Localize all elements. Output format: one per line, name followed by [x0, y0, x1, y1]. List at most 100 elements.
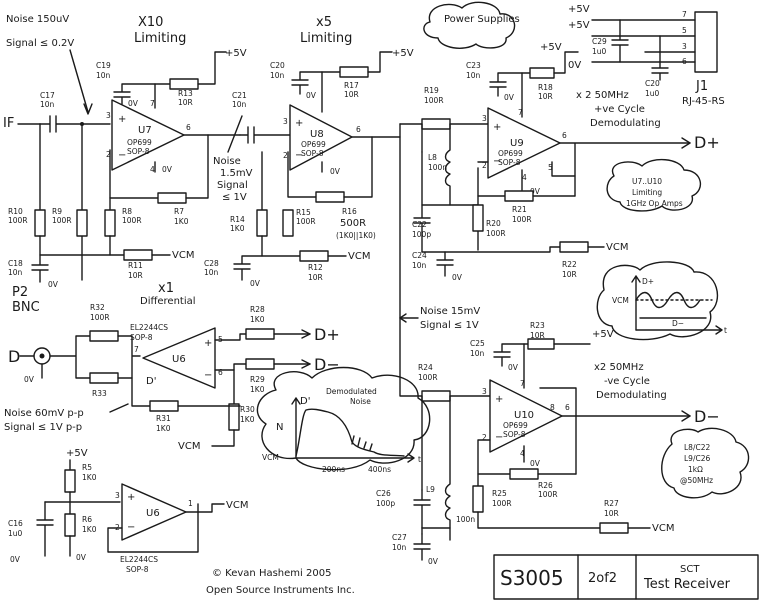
- svg-text:C23: C23: [466, 61, 481, 70]
- svg-text:L9/C26: L9/C26: [684, 454, 710, 463]
- svg-text:U7: U7: [138, 125, 152, 136]
- svg-text:6: 6: [218, 368, 223, 377]
- svg-text:SOP-8: SOP-8: [498, 158, 521, 167]
- svg-text:R9: R9: [52, 207, 62, 216]
- svg-text:7: 7: [682, 10, 687, 19]
- svg-text:100R: 100R: [492, 499, 512, 508]
- svg-text:100R: 100R: [8, 216, 28, 225]
- svg-text:7: 7: [518, 108, 523, 117]
- svg-text:R24: R24: [418, 363, 433, 372]
- svg-text:R12: R12: [308, 263, 323, 272]
- svg-text:C22: C22: [412, 220, 427, 229]
- svg-text:1kΩ: 1kΩ: [688, 465, 703, 474]
- svg-text:7: 7: [150, 99, 155, 108]
- svg-text:4: 4: [520, 449, 525, 458]
- svg-text:100R: 100R: [418, 373, 438, 382]
- svg-text:1u0: 1u0: [592, 47, 607, 56]
- svg-text:0V: 0V: [128, 99, 139, 108]
- svg-text:0V: 0V: [452, 273, 463, 282]
- svg-text:10R: 10R: [178, 98, 193, 107]
- svg-text:SOP-8: SOP-8: [503, 430, 526, 439]
- svg-text:1K0: 1K0: [174, 217, 189, 226]
- svg-text:1u0: 1u0: [645, 89, 660, 98]
- resistor-r9: R9 100R: [52, 207, 88, 237]
- svg-text:+5V: +5V: [540, 42, 562, 53]
- resistor-r13: R13 10R: [169, 78, 199, 107]
- svg-text:Noise: Noise: [350, 397, 371, 406]
- svg-text:C27: C27: [392, 533, 407, 542]
- svg-text:C20: C20: [270, 61, 285, 70]
- svg-text:10n: 10n: [96, 71, 111, 80]
- svg-text:OP699: OP699: [301, 140, 326, 149]
- capacitor-c18: C18 10n 0V: [8, 254, 59, 289]
- svg-text:0V: 0V: [530, 187, 541, 196]
- d-plus-diff: D+: [314, 325, 340, 344]
- svg-text:C28: C28: [204, 259, 219, 268]
- svg-text:10R: 10R: [530, 331, 545, 340]
- svg-text:4: 4: [150, 165, 155, 174]
- svg-text:C19: C19: [96, 61, 111, 70]
- svg-text:x2 50MHz: x2 50MHz: [594, 362, 644, 373]
- svg-text:−: −: [493, 156, 501, 167]
- resistor-r15: R15 100R: [282, 208, 316, 237]
- capacitor-c17: C17 10n: [39, 91, 111, 133]
- svg-text:0V: 0V: [10, 555, 21, 564]
- svg-text:3: 3: [482, 387, 487, 396]
- capacitor-c30: C20 1u0: [645, 35, 669, 98]
- svg-text:−: −: [118, 150, 126, 161]
- svg-text:1GHz Op Amps: 1GHz Op Amps: [626, 199, 683, 208]
- capacitor-c23: C23 10n 0V: [466, 61, 523, 102]
- inductor-l8: L8 100n: [428, 123, 451, 206]
- svg-text:0V: 0V: [306, 91, 317, 100]
- svg-text:+: +: [295, 118, 303, 129]
- svg-text:7: 7: [520, 379, 525, 388]
- svg-text:5: 5: [548, 163, 553, 172]
- svg-text:3: 3: [283, 117, 288, 126]
- svg-text:R14: R14: [230, 215, 245, 224]
- d-minus-out: D−: [694, 407, 720, 426]
- svg-text:Signal: Signal: [217, 180, 248, 191]
- svg-text:0V: 0V: [162, 165, 173, 174]
- svg-text:10R: 10R: [538, 92, 553, 101]
- svg-text:D': D': [300, 396, 310, 407]
- x10-label: X10: [138, 15, 163, 30]
- resistor-r22: R22 10R: [559, 241, 589, 279]
- company-text: Open Source Instruments Inc.: [206, 585, 355, 596]
- opamp-u6-diff: + − U6 7 5 6: [134, 327, 223, 389]
- svg-text:2: 2: [283, 151, 288, 160]
- d-input-label: D: [8, 347, 20, 366]
- svg-text:R7: R7: [174, 207, 184, 216]
- title-line-1: SCT: [680, 564, 700, 575]
- svg-text:C29: C29: [592, 37, 607, 46]
- svg-text:VCM: VCM: [652, 523, 674, 534]
- svg-text:C26: C26: [376, 489, 391, 498]
- svg-text:R10: R10: [8, 207, 23, 216]
- svg-text:OP699: OP699: [498, 149, 523, 158]
- svg-text:R19: R19: [424, 86, 439, 95]
- svg-text:10R: 10R: [128, 271, 143, 280]
- resistor-r33: R33: [89, 372, 119, 398]
- svg-text:+5V: +5V: [66, 448, 88, 459]
- svg-text:10R: 10R: [562, 270, 577, 279]
- svg-text:4: 4: [522, 173, 527, 182]
- svg-text:10n: 10n: [466, 71, 481, 80]
- resistor-r7: R7 1K0: [157, 192, 189, 226]
- resistor-r16: R16 500R (1K0||1K0): [315, 191, 376, 240]
- resistor-r10: R10 100R: [8, 207, 46, 237]
- svg-text:10n: 10n: [470, 349, 485, 358]
- noise-1-5mv-note: Noise 1.5mV Signal ≤ 1V: [213, 115, 253, 203]
- svg-text:+5V: +5V: [568, 4, 590, 15]
- svg-text:(1K0||1K0): (1K0||1K0): [336, 231, 376, 240]
- svg-text:0V: 0V: [504, 93, 515, 102]
- svg-text:+: +: [204, 338, 212, 349]
- signal-input-text: Signal ≤ 0.2V: [6, 38, 74, 49]
- svg-text:R23: R23: [530, 321, 545, 330]
- svg-text:6: 6: [565, 403, 570, 412]
- svg-text:0V: 0V: [530, 459, 541, 468]
- svg-text:C17: C17: [40, 91, 55, 100]
- svg-text:SOP-8: SOP-8: [130, 333, 153, 342]
- svg-text:EL2244CS: EL2244CS: [120, 555, 158, 564]
- svg-text:R13: R13: [178, 89, 193, 98]
- resistor-r8: R8 100R: [104, 207, 142, 237]
- svg-text:100R: 100R: [52, 216, 72, 225]
